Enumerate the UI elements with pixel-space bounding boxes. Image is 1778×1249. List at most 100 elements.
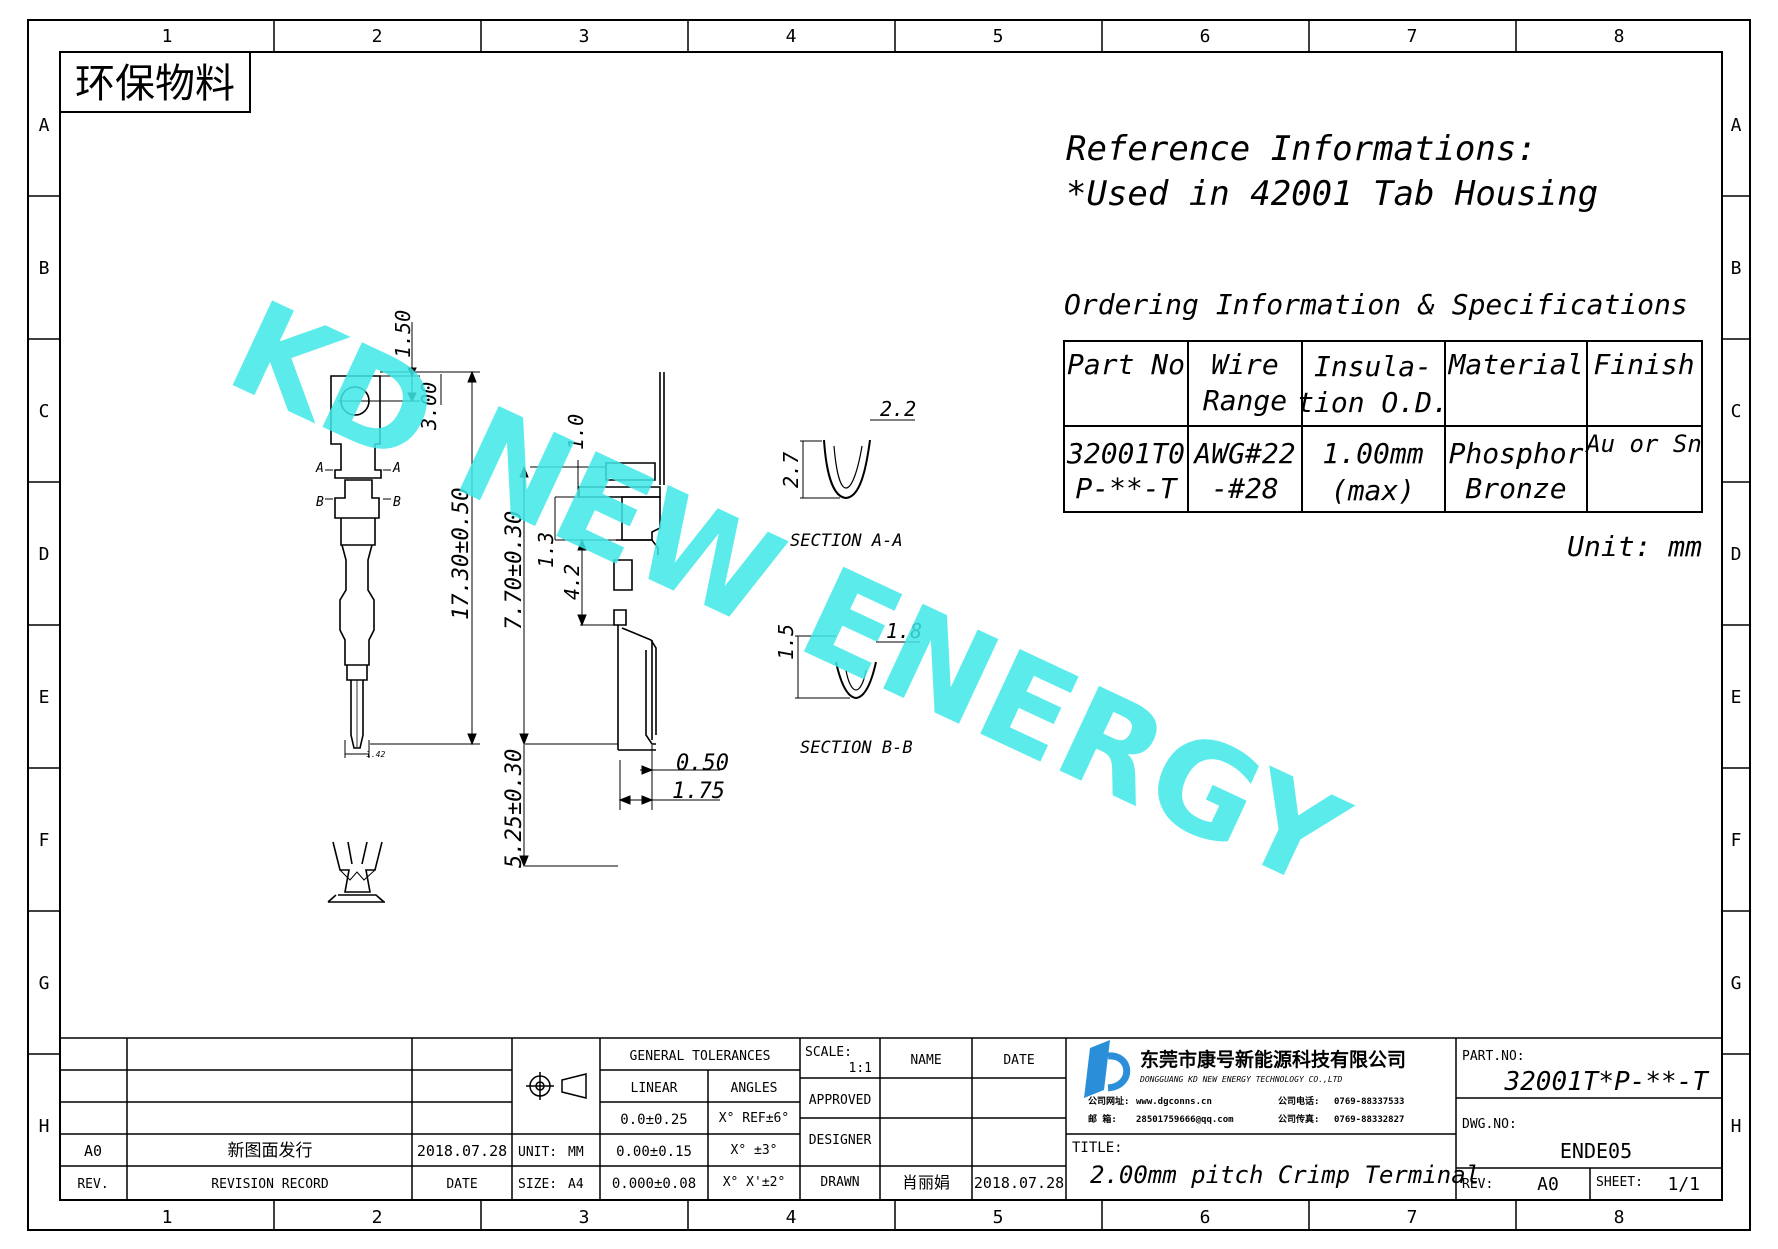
dim-17-30: 17.30±0.50 <box>449 488 474 620</box>
part-number: 32001T*P-**-T <box>1504 1067 1710 1097</box>
col-label: 6 <box>1200 26 1211 47</box>
dim-4-2: 4.2 <box>560 564 584 600</box>
col-label: 7 <box>1407 1207 1418 1228</box>
header-material: Material <box>1448 348 1584 381</box>
frame-ticks <box>28 20 1750 1230</box>
col-label: 2 <box>372 1207 383 1228</box>
col-label: 2 <box>372 26 383 47</box>
tolerance-angle: X° REF±6° <box>719 1111 789 1126</box>
tolerance-linear: 0.00±0.15 <box>616 1144 692 1160</box>
col-label: 6 <box>1200 1207 1211 1228</box>
eco-material-stamp: 环保物料 <box>75 61 235 107</box>
section-a-a-label: SECTION A-A <box>790 531 903 551</box>
tolerance-table: GENERAL TOLERANCES LINEAR ANGLES 0.0±0.2… <box>612 1049 789 1192</box>
dim-1-50: 1.50 <box>391 310 415 358</box>
revision-code: A0 <box>84 1142 102 1160</box>
company-contacts: 公司网址: www.dgconns.cn 公司电话: 0769-88337533… <box>1088 1095 1404 1125</box>
dim-1-5: 1.5 <box>774 624 798 660</box>
ordering-cells: Part No Wire Range Insula- tion O.D. Mat… <box>1066 348 1702 507</box>
row-label: A <box>39 115 50 136</box>
mail-value: 28501759666@qq.com <box>1136 1115 1234 1125</box>
revision-table: A0 新图面发行 2018.07.28 REV. REVISION RECORD… <box>77 1141 507 1192</box>
web-label: 公司网址: <box>1088 1095 1129 1107</box>
row-label: E <box>1731 687 1742 708</box>
dim-1-8: 1.8 <box>886 619 922 643</box>
dim-5-25: 5.25±0.30 <box>502 749 527 868</box>
row-label: G <box>1731 973 1742 994</box>
dim-2-2: 2.2 <box>880 397 916 421</box>
watermark: KD NEW ENERGY <box>209 273 1366 918</box>
tolerance-angle: X° ±3° <box>731 1143 778 1158</box>
col-label: 1 <box>162 1207 173 1228</box>
drawn-label: DRAWN <box>820 1175 859 1190</box>
header-wire-range: Range <box>1203 384 1287 417</box>
cell-part-no: 32001T0 <box>1066 437 1185 470</box>
linear-header: LINEAR <box>631 1081 678 1096</box>
unit-label: UNIT: <box>518 1145 557 1160</box>
header-part-no: Part No <box>1067 348 1185 381</box>
dwg-number: ENDE05 <box>1560 1139 1632 1163</box>
col-label: 4 <box>786 26 797 47</box>
front-dimension-lines <box>355 322 480 746</box>
section-mark-a: A <box>315 461 324 476</box>
tel-value: 0769-88337533 <box>1334 1097 1404 1107</box>
header-insulation: Insula- <box>1314 350 1432 383</box>
title-block-grid <box>60 1037 1722 1200</box>
tolerance-linear: 0.0±0.25 <box>620 1112 687 1128</box>
row-label: D <box>1731 544 1742 565</box>
cell-wire-range: -#28 <box>1211 472 1278 505</box>
title-label: TITLE: <box>1072 1140 1123 1156</box>
dim-3-00: 3.00 <box>417 382 441 431</box>
header-wire: Wire <box>1211 348 1278 381</box>
terminal-side-view <box>578 372 665 751</box>
row-label: C <box>39 401 50 422</box>
mail-label: 邮 箱: <box>1088 1113 1117 1125</box>
row-label: F <box>39 830 50 851</box>
revision-record: 新图面发行 <box>228 1141 313 1161</box>
angles-header: ANGLES <box>731 1081 778 1096</box>
cell-material: Phosphor <box>1449 437 1584 470</box>
drawing-title: 2.00mm pitch Crimp Terminal <box>1090 1161 1480 1189</box>
dim-2-7: 2.7 <box>779 452 803 488</box>
company-name-en: DONGGUANG KD NEW ENERGY TECHNOLOGY CO.,L… <box>1139 1075 1342 1084</box>
company-name-cn: 东莞市康号新能源科技有限公司 <box>1140 1048 1406 1071</box>
unit-value: MM <box>568 1145 584 1160</box>
side-dimension-lines <box>519 460 720 868</box>
projection-symbol-icon <box>526 1072 587 1100</box>
drawn-name: 肖丽娟 <box>902 1173 950 1192</box>
row-label: G <box>39 973 50 994</box>
tel-label: 公司电话: <box>1278 1095 1319 1107</box>
ordering-heading: Ordering Information & Specifications <box>1064 288 1688 321</box>
row-label: D <box>39 544 50 565</box>
stamp-box <box>59 51 251 113</box>
cell-material: Bronze <box>1465 472 1566 505</box>
cell-wire-range: AWG#22 <box>1192 437 1295 470</box>
unit-note: Unit: mm <box>1567 530 1702 563</box>
cell-insulation-od: (max) <box>1331 474 1415 507</box>
approved-label: APPROVED <box>809 1093 872 1108</box>
col-label: 7 <box>1407 26 1418 47</box>
dim-1-3: 1.3 <box>534 532 558 568</box>
dim-7-70: 7.70±0.30 <box>502 511 527 630</box>
approval-table: SCALE: 1:1 NAME DATE APPROVED DESIGNER D… <box>805 1045 1064 1192</box>
revision-date: 2018.07.28 <box>417 1142 507 1160</box>
cell-finish: Au or Sn <box>1584 430 1702 458</box>
rev-header: REV. <box>77 1177 108 1192</box>
fax-value: 0769-88332827 <box>1334 1115 1404 1125</box>
col-label: 5 <box>993 1207 1004 1228</box>
terminal-end-view <box>327 841 385 903</box>
scale-label: SCALE: <box>805 1045 852 1060</box>
drawn-date: 2018.07.28 <box>974 1174 1064 1192</box>
web-value: www.dgconns.cn <box>1136 1097 1212 1107</box>
col-label: 3 <box>579 1207 590 1228</box>
rev-value: A0 <box>1537 1174 1559 1195</box>
section-b-b <box>795 635 920 700</box>
dwg-label: DWG.NO: <box>1462 1117 1517 1132</box>
company-logo-icon <box>1084 1040 1131 1098</box>
designer-label: DESIGNER <box>809 1133 872 1148</box>
record-header: REVISION RECORD <box>211 1177 329 1192</box>
date-header: DATE <box>446 1177 477 1192</box>
row-label: A <box>1731 115 1742 136</box>
tolerance-linear: 0.000±0.08 <box>612 1176 696 1192</box>
